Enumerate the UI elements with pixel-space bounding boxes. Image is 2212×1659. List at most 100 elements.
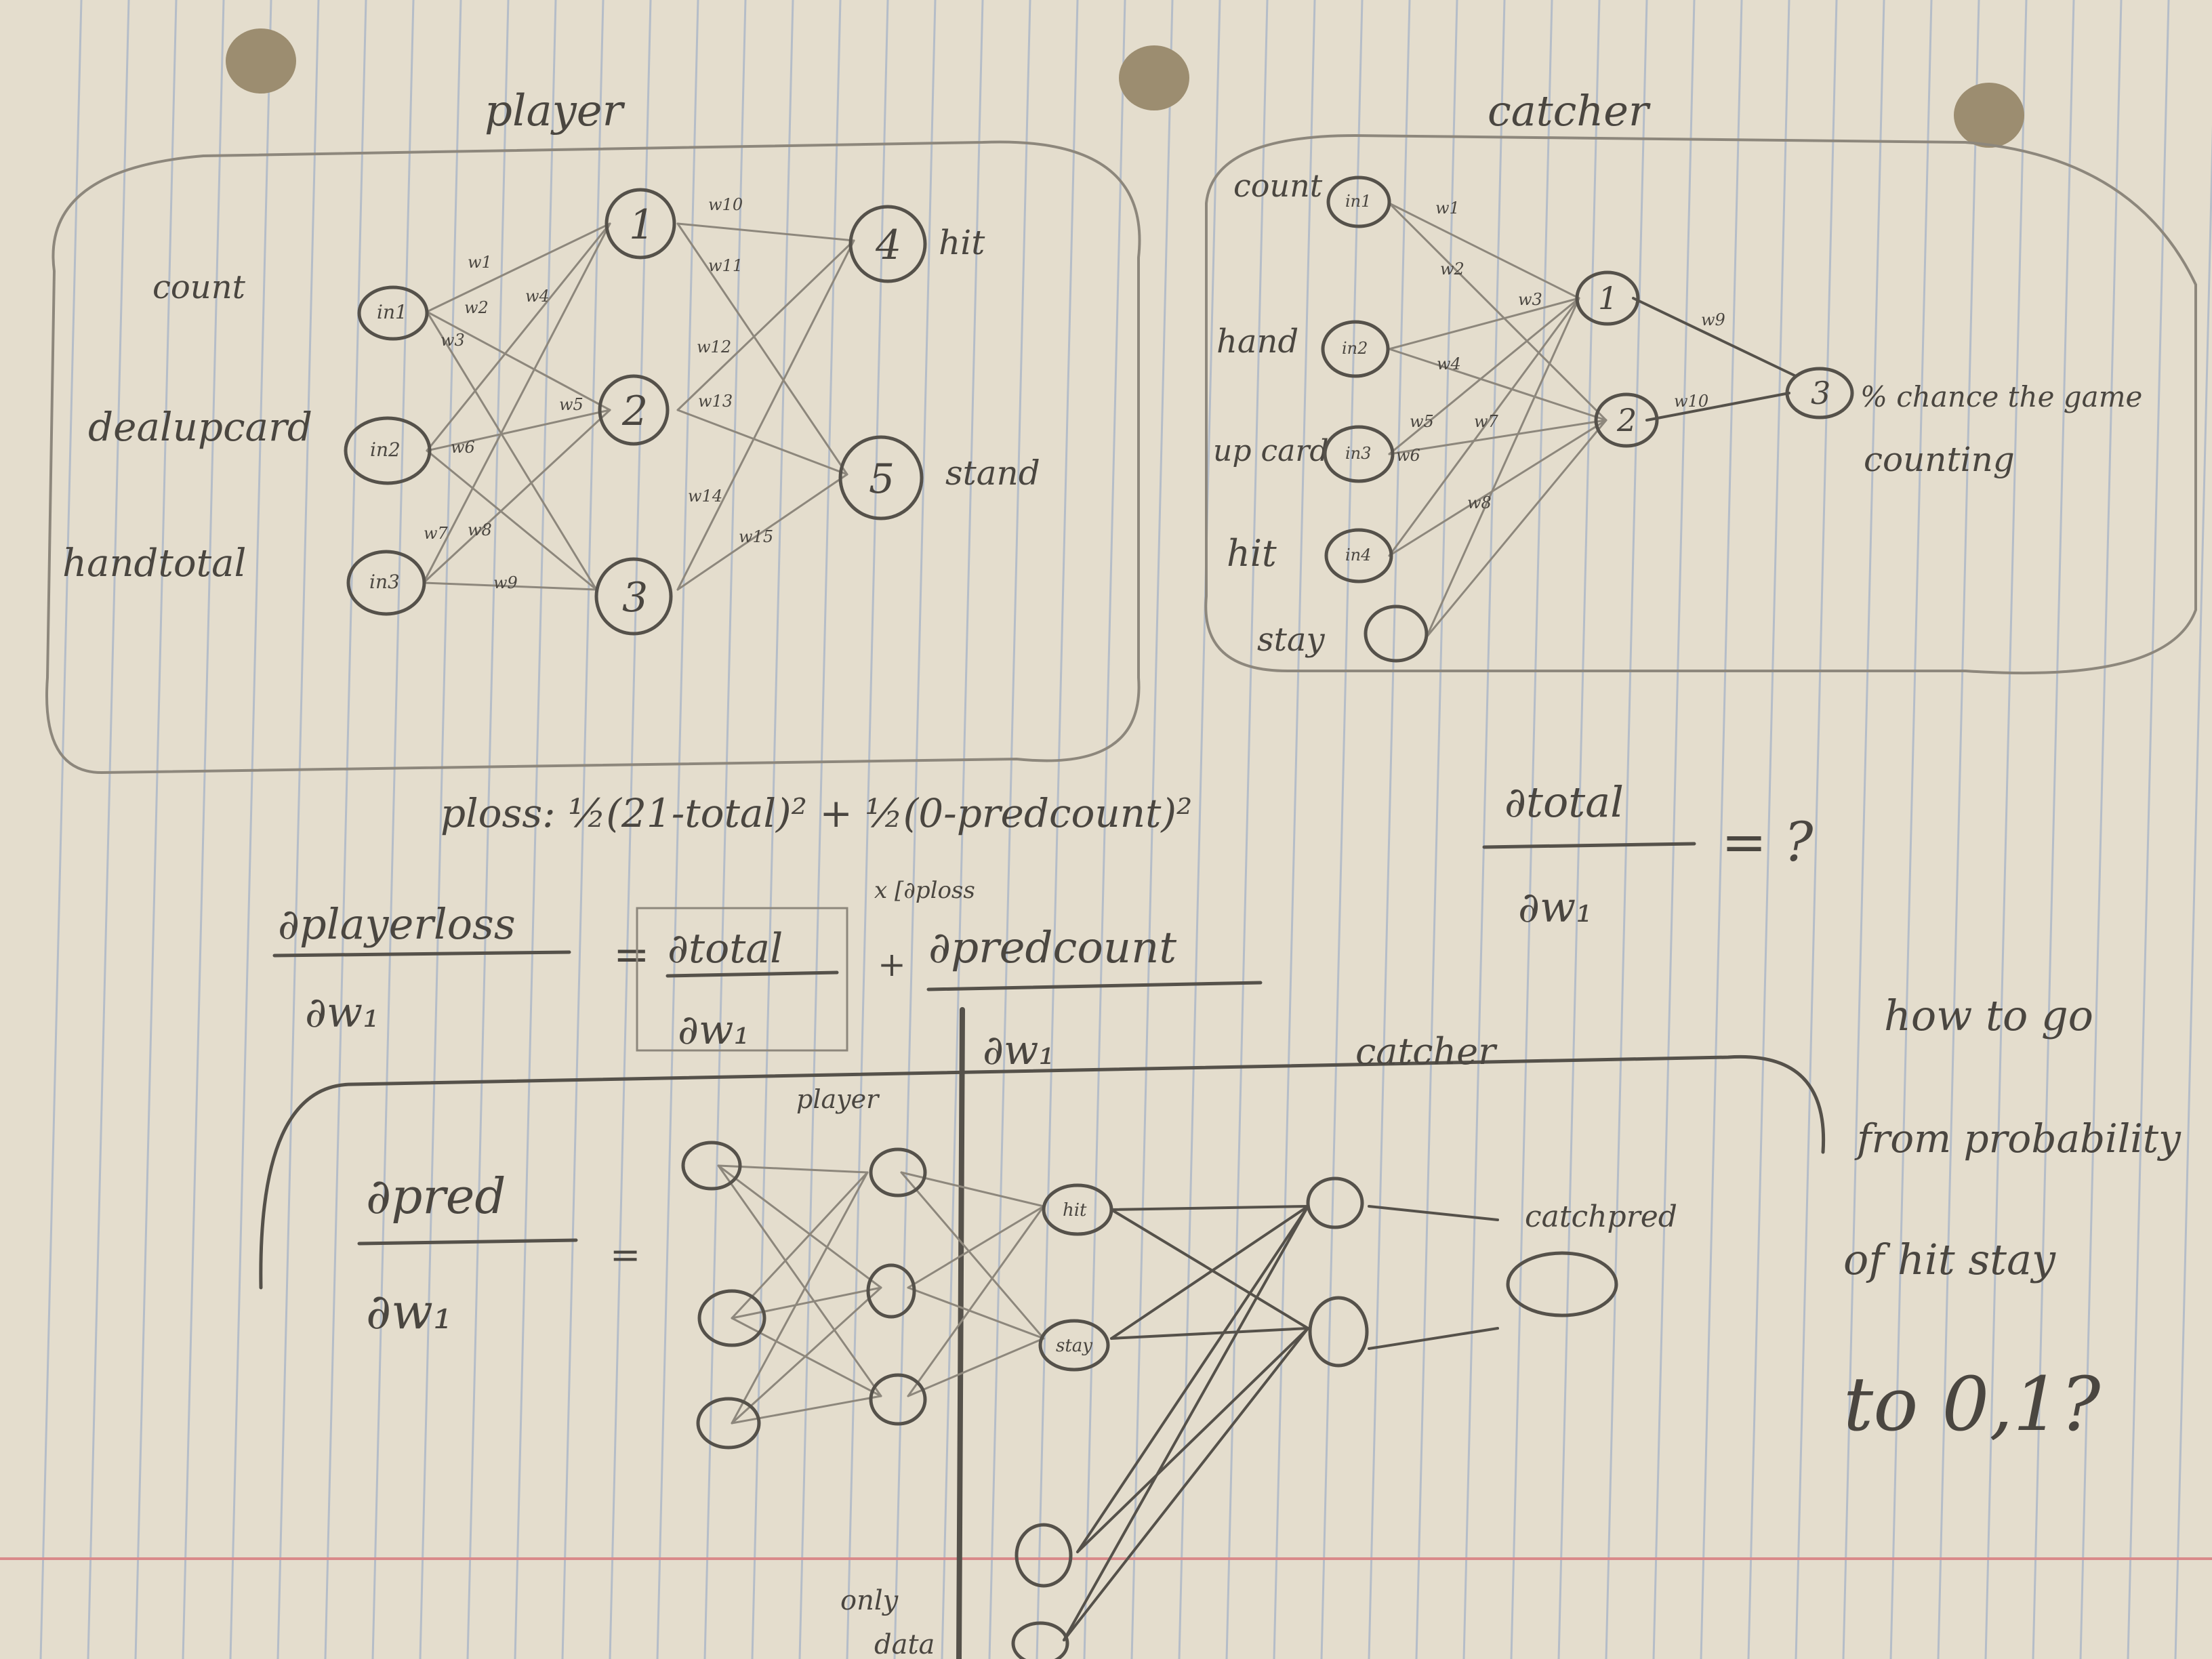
player-hidden-node-label: 3 [622,574,648,621]
ruled-line [514,0,557,1659]
catcher-weight-label: w5 [1410,412,1434,431]
ruled-line [324,0,367,1659]
player-output-label: stand [945,453,1040,493]
combined-bracket [259,1054,1826,1290]
bottom-catcher-label: catcher [1355,1030,1498,1073]
catcher-net-outline [1204,134,2197,675]
catcher-output-label: % chance the game [1860,380,2142,413]
catcher-edges [1388,202,1607,638]
catcher-hidden-node [1594,392,1659,448]
ruled-line [1700,0,1743,1659]
fraction-bar [665,970,839,978]
ruled-line [182,0,225,1659]
ruled-line [1605,0,1648,1659]
bottom-hidden-node [869,1373,927,1426]
catcher-input-node-label: in3 [1345,444,1371,463]
player-weight-label: w13 [698,392,733,411]
player-hidden-node [598,374,670,446]
ruled-line [1083,0,1126,1659]
catcher-input-node-label: in1 [1345,192,1371,211]
ruled-line [941,0,984,1659]
player-hidden-node-label: 1 [629,201,655,249]
player-weight-label: w5 [559,395,583,414]
bottom-extra-node [1011,1621,1069,1659]
catcher-weight-label: w1 [1435,199,1460,218]
player-weight-label: w4 [525,287,550,306]
player-net-outline [45,140,1141,775]
player-weight-label: w14 [688,487,722,506]
fraction-bar [272,950,571,958]
player-weight-label: w3 [441,331,465,350]
catcher-weight-label: w9 [1701,310,1725,329]
ploss-equation: ploss: ½(21-total)² + ½(0-predcount)² [441,790,1192,836]
bottom-catcher-node [1308,1296,1369,1368]
catcher-input-node [1323,425,1395,483]
catcher-input-label: hit [1227,532,1277,575]
binder-hole [1119,45,1189,110]
ruled-line [371,0,415,1659]
bottom-player-label: player [796,1084,880,1114]
player-weight-label: w15 [739,527,773,546]
catchpred-node [1506,1251,1618,1317]
catcher-input-node [1364,605,1429,663]
catcher-output-label-2: counting [1864,440,2015,479]
equals-question: = ? [1721,811,1814,874]
ruled-line [229,0,272,1659]
ruled-line [656,0,699,1659]
player-input-label: handtotal [62,541,246,586]
ruled-line [1652,0,1696,1659]
plus-sign: + [878,945,906,984]
ruled-line [276,0,320,1659]
side-note-line: to 0,1? [1843,1361,2101,1448]
player-input-label: dealupcard [88,404,312,450]
ruled-line [893,0,937,1659]
player-output-node [848,205,927,283]
fraction-bar [1482,842,1696,849]
player-weight-label: w10 [708,195,743,214]
data-label: data [874,1629,935,1659]
only-label: only [840,1585,899,1616]
bottom-stay-node-label: stay [1056,1336,1092,1356]
player-hidden-node [594,557,673,636]
catcher-output-edges [1632,297,1797,422]
player-input-node [357,285,429,341]
ruled-line [1747,0,1790,1659]
ruled-line [988,0,1031,1659]
catcher-output-node [1785,367,1854,419]
catcher-input-label: stay [1257,621,1326,659]
dpredcount-denominator: ∂w₁ [983,1027,1054,1074]
ruled-line [1795,0,1838,1659]
player-input-node [344,416,432,485]
catcher-weight-label: w8 [1467,493,1492,512]
dpredcount-numerator: ∂predcount [928,923,1176,973]
ruled-line [1368,0,1411,1659]
catcher-weight-label: w3 [1518,290,1542,309]
ruled-line [2174,124,2212,1659]
bottom-hidden-node [869,1147,927,1197]
player-input-node-label: in2 [370,438,401,461]
ruled-line [1130,0,1174,1659]
ruled-line [1462,0,1506,1659]
dpred-numerator: ∂pred [366,1168,506,1225]
player-weight-label: w12 [697,337,731,356]
ruled-line [1036,0,1079,1659]
player-weight-label: w8 [468,520,492,539]
player-input-node-label: in1 [377,301,407,323]
equals-sign: = [613,930,650,980]
catcher-net-title: catcher [1488,86,1651,136]
ruled-line [2079,0,2123,1659]
dplayerloss-numerator: ∂playerloss [278,899,516,949]
player-hidden-node [605,188,676,260]
catcher-input-node [1326,176,1391,228]
bottom-input-node [697,1289,766,1347]
side-note-line: how to go [1884,991,2093,1040]
ruled-line [419,0,462,1659]
ruled-line [798,0,842,1659]
bottom-input-node [681,1141,742,1191]
ruled-line [1889,0,1933,1659]
side-note-line: from probability [1854,1115,2182,1162]
player-input-node [346,550,426,616]
catcher-weight-label: w4 [1437,354,1461,373]
player-input-node-label: in3 [369,571,400,593]
